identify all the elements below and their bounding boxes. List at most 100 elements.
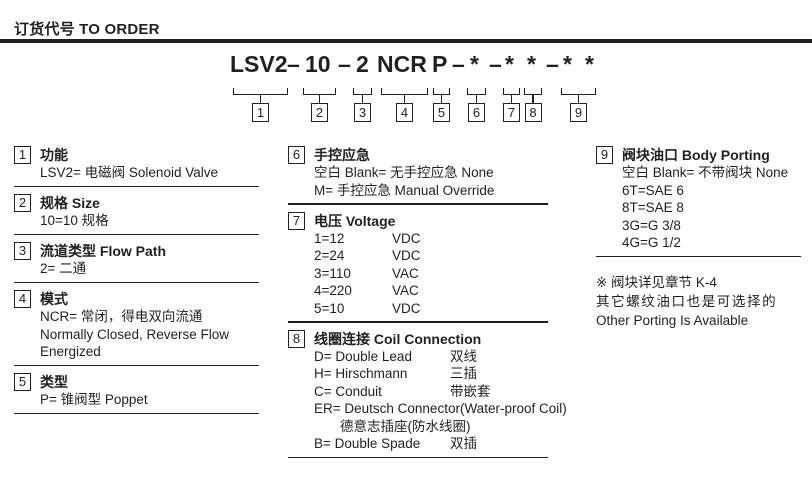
spec-line: 3G=G 3/8 xyxy=(622,217,681,233)
spec-section-body: 2= 二通 xyxy=(40,260,259,278)
callout-index-4: 4 xyxy=(396,103,413,122)
spec-section-number: 5 xyxy=(14,373,31,391)
spec-line: NCR= 常闭，得电双向流通 xyxy=(40,309,203,324)
spec-section-title: 模式 xyxy=(40,291,68,307)
spec-pair-value: 双线 xyxy=(450,348,477,364)
spec-pair-value: 三插 xyxy=(450,366,477,381)
spec-section-number: 3 xyxy=(14,242,31,260)
callout-stem xyxy=(403,95,406,103)
section-divider xyxy=(14,364,259,366)
spec-section-number: 9 xyxy=(596,146,613,164)
spec-pair-key: 3=110 xyxy=(314,265,351,281)
model-code-token: – xyxy=(489,51,502,77)
spec-section-title: 电压 Voltage xyxy=(314,212,396,229)
callout-bracket xyxy=(233,88,288,95)
section-spacer xyxy=(14,187,259,194)
section-spacer xyxy=(14,283,259,290)
spec-line: LSV2= 电磁阀 Solenoid Valve xyxy=(40,165,218,180)
spec-pair-row: C= Conduit 带嵌套 xyxy=(314,383,548,401)
model-code-token: 10 xyxy=(305,51,331,77)
callout-stem xyxy=(318,95,321,103)
callout-index-9: 9 xyxy=(570,103,587,122)
model-code-token: – xyxy=(546,51,559,77)
callout-index-3: 3 xyxy=(354,103,371,122)
callout-stem xyxy=(577,95,580,103)
spec-pair-key: B= Double Spade xyxy=(314,436,421,451)
page-title: 订货代号 TO ORDER xyxy=(14,21,160,38)
section-spacer xyxy=(288,205,548,212)
spec-line: ※ 阀块详见章节 K-4 xyxy=(596,275,717,290)
spec-pair-key: 5=10 xyxy=(314,300,345,316)
callout-index-6: 6 xyxy=(468,103,485,122)
callout-bracket xyxy=(433,88,450,95)
spec-line: 8T=SAE 8 xyxy=(622,200,684,215)
spec-section-title: 流道类型 Flow Path xyxy=(40,243,166,259)
spec-section-title: 手控应急 xyxy=(314,147,370,163)
model-code-token: NCR xyxy=(377,51,427,77)
section-divider xyxy=(14,281,259,283)
model-code-token: – xyxy=(287,51,300,77)
model-code-token: – xyxy=(338,51,351,77)
section-divider xyxy=(288,456,548,458)
spec-pair-value: 带嵌套 xyxy=(450,383,491,399)
section-spacer xyxy=(288,458,548,465)
callout-bracket xyxy=(524,88,542,95)
callout-bracket xyxy=(561,88,596,95)
spec-section-number: 2 xyxy=(14,194,31,212)
spec-pair-value: VAC xyxy=(392,283,419,298)
section-divider xyxy=(14,412,259,414)
callout-bracket xyxy=(467,88,486,95)
spec-pair-row: B= Double Spade 双插 xyxy=(314,435,548,453)
callout-index-2: 2 xyxy=(311,103,328,122)
spec-pair-value: 双插 xyxy=(450,436,477,451)
spec-line: 空白 Blank= 无手控应急 None xyxy=(314,165,494,180)
spec-section-number: 1 xyxy=(14,146,31,164)
spec-line: 德意志插座(防水线圈) xyxy=(340,418,471,434)
section-spacer xyxy=(14,414,259,421)
spec-section-number: 8 xyxy=(288,329,305,348)
spec-section-body: 10=10 规格 xyxy=(40,212,259,230)
spec-line: Energized xyxy=(40,344,101,359)
spec-line: 空白 Blank= 不带阀块 None xyxy=(622,165,789,180)
model-code-token: * xyxy=(585,51,594,77)
callout-bracket xyxy=(503,88,520,95)
spec-line: 2= 二通 xyxy=(40,261,87,276)
spec-pair-key: 2=24 xyxy=(314,248,345,263)
spec-section-body: LSV2= 电磁阀 Solenoid Valve xyxy=(40,164,259,182)
spec-section-header: 6 手控应急 xyxy=(288,146,548,164)
model-code-token: * xyxy=(505,51,514,77)
callout-index-7: 7 xyxy=(503,103,520,122)
callout-bracket xyxy=(303,88,336,95)
callout-stem xyxy=(361,95,364,103)
spec-pair-key: H= Hirschmann xyxy=(314,366,408,381)
model-code-token: * xyxy=(563,51,572,77)
section-spacer xyxy=(14,366,259,373)
spec-pair-row: D= Double Lead 双线 xyxy=(314,348,548,366)
spec-pair-key: D= Double Lead xyxy=(314,348,412,364)
spec-pair-key: C= Conduit xyxy=(314,383,382,399)
spec-section-number: 6 xyxy=(288,146,305,164)
callout-bracket xyxy=(353,88,372,95)
spec-pair-value: VDC xyxy=(392,230,421,246)
spec-line: ER= Deutsch Connector(Water-proof Coil) xyxy=(314,401,567,416)
model-code-token: P xyxy=(432,51,448,77)
